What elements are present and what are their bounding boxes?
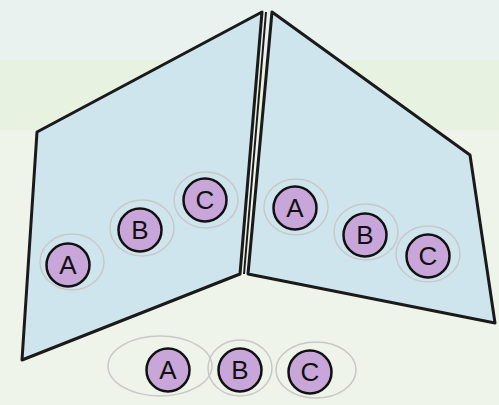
letter-circle: A xyxy=(45,242,91,288)
circle-letter: A xyxy=(45,242,91,288)
letter-circle: C xyxy=(182,177,228,223)
circle-letter: C xyxy=(287,349,333,395)
left-mirror xyxy=(22,12,262,360)
pencil-halos xyxy=(40,172,460,398)
letter-circle: B xyxy=(117,207,163,253)
letter-circle: C xyxy=(287,349,333,395)
letter-circle: A xyxy=(145,347,191,393)
circle-letter: A xyxy=(272,185,318,231)
right-mirror xyxy=(248,12,495,323)
letter-circle: C xyxy=(405,233,451,279)
circle-letter: B xyxy=(342,212,388,258)
circle-letter: A xyxy=(145,347,191,393)
letter-circle: B xyxy=(217,347,263,393)
circle-letter: C xyxy=(182,177,228,223)
circle-letter: B xyxy=(217,347,263,393)
letter-circle: A xyxy=(272,185,318,231)
circle-letter: B xyxy=(117,207,163,253)
letter-circle: B xyxy=(342,212,388,258)
circle-letter: C xyxy=(405,233,451,279)
hinge xyxy=(244,12,266,274)
